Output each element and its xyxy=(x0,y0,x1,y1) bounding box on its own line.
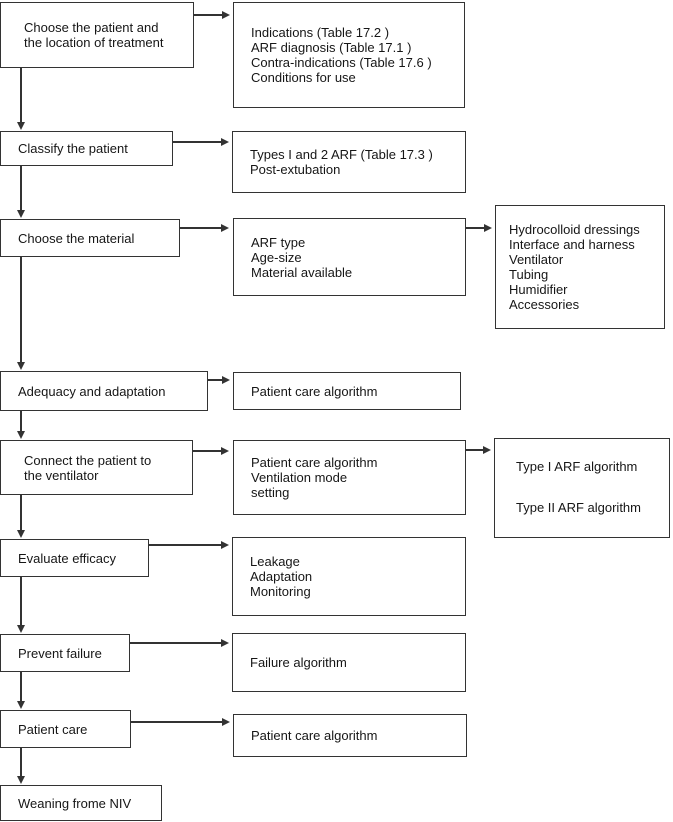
arf-algorithm-box: Type I ARF algorithm Type II ARF algorit… xyxy=(494,438,670,538)
arrow-down-step2-to-step3 xyxy=(17,166,24,218)
step-classify-patient: Classify the patient xyxy=(0,131,173,166)
detail-material-criteria-text: ARF type Age-size Material available xyxy=(251,234,353,280)
step-choose-material-label: Choose the material xyxy=(18,230,135,246)
step-choose-patient-location-label: Choose the patient and the location of t… xyxy=(24,20,164,50)
arrow-right-step7-to-detail xyxy=(130,639,229,646)
arrow-right-step8-to-detail xyxy=(131,718,230,725)
arrow-down-step3-to-step4 xyxy=(17,257,24,370)
step-adequacy-adaptation-label: Adequacy and adaptation xyxy=(18,383,166,399)
arrow-down-step4-to-step5 xyxy=(17,411,24,439)
arrow-right-detail5-to-algorithms xyxy=(466,446,491,453)
material-list-text: Hydrocolloid dressings Interface and har… xyxy=(509,222,640,312)
detail-adequacy-algorithm: Patient care algorithm xyxy=(233,372,461,410)
step-choose-patient-location: Choose the patient and the location of t… xyxy=(0,2,194,68)
detail-arf-types: Types I and 2 ARF (Table 17.3 ) Post-ext… xyxy=(232,131,466,193)
step-classify-patient-label: Classify the patient xyxy=(18,141,128,156)
detail-indications-text: Indications (Table 17.2 ) ARF diagnosis … xyxy=(251,25,432,85)
step-evaluate-efficacy: Evaluate efficacy xyxy=(0,539,149,577)
detail-patient-care-algorithm: Patient care algorithm xyxy=(233,714,467,757)
step-weaning-from-niv-label: Weaning frome NIV xyxy=(18,795,132,811)
arrow-down-step1-to-step2 xyxy=(17,68,24,130)
step-adequacy-adaptation: Adequacy and adaptation xyxy=(0,371,208,411)
arrow-down-step8-to-step9 xyxy=(17,748,24,784)
step-connect-ventilator-label: Connect the patient to the ventilator xyxy=(24,452,152,483)
step-connect-ventilator: Connect the patient to the ventilator xyxy=(0,440,193,495)
arrow-right-step2-to-detail xyxy=(173,138,229,145)
arrow-right-detail3-to-materials xyxy=(466,224,492,231)
step-prevent-failure: Prevent failure xyxy=(0,634,130,672)
arrow-down-step7-to-step8 xyxy=(17,672,24,709)
arrow-down-step6-to-step7 xyxy=(17,577,24,633)
step-patient-care-label: Patient care xyxy=(18,721,88,737)
detail-failure-algorithm: Failure algorithm xyxy=(232,633,466,692)
detail-efficacy-checks: Leakage Adaptation Monitoring xyxy=(232,537,466,616)
detail-connection-settings: Patient care algorithm Ventilation mode … xyxy=(233,440,466,515)
detail-arf-types-text: Types I and 2 ARF (Table 17.3 ) Post-ext… xyxy=(250,147,433,177)
detail-adequacy-algorithm-text: Patient care algorithm xyxy=(251,383,378,399)
arrow-right-step6-to-detail xyxy=(149,541,229,548)
step-choose-material: Choose the material xyxy=(0,219,180,257)
arrow-right-step1-to-detail xyxy=(194,11,230,18)
material-list-box: Hydrocolloid dressings Interface and har… xyxy=(495,205,665,329)
arrow-right-step3-to-detail xyxy=(180,224,229,231)
step-evaluate-efficacy-label: Evaluate efficacy xyxy=(18,550,117,566)
detail-indications: Indications (Table 17.2 ) ARF diagnosis … xyxy=(233,2,465,108)
detail-connection-settings-text: Patient care algorithm Ventilation mode … xyxy=(251,455,378,500)
arrow-down-step5-to-step6 xyxy=(17,495,24,538)
detail-failure-algorithm-text: Failure algorithm xyxy=(250,655,347,670)
arrow-right-step5-to-detail xyxy=(193,447,229,454)
detail-patient-care-algorithm-text: Patient care algorithm xyxy=(251,728,378,743)
detail-efficacy-checks-text: Leakage Adaptation Monitoring xyxy=(250,554,313,599)
arrow-right-step4-to-detail xyxy=(208,376,230,383)
detail-material-criteria: ARF type Age-size Material available xyxy=(233,218,466,296)
arf-algorithm-text: Type I ARF algorithm Type II ARF algorit… xyxy=(516,459,641,516)
step-weaning-from-niv: Weaning frome NIV xyxy=(0,785,162,821)
step-prevent-failure-label: Prevent failure xyxy=(18,645,102,661)
step-patient-care: Patient care xyxy=(0,710,131,748)
